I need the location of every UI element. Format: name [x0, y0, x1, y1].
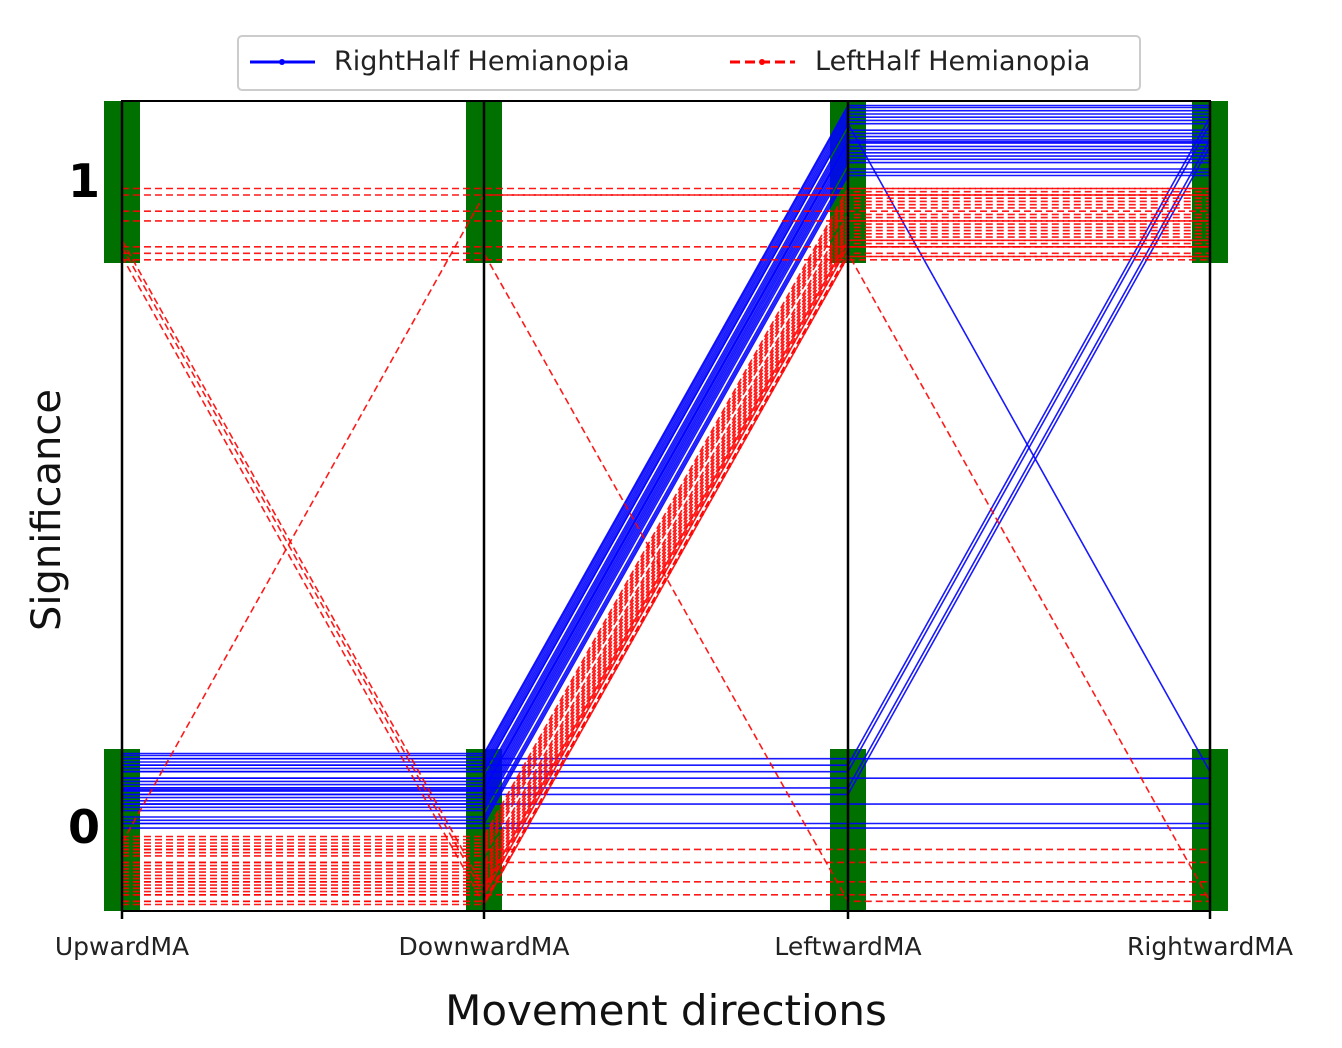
line-right-hemianopia-4 — [122, 158, 1210, 809]
line-left-hemianopia-14 — [122, 236, 1210, 886]
line-right-hemianopia-6 — [122, 152, 1210, 802]
line-left-hemianopia-2 — [122, 194, 1210, 844]
line-left-hemianopia-1 — [122, 190, 1210, 841]
line-right-hemianopia-31 — [122, 122, 1211, 773]
line-right-hemianopia-27 — [122, 146, 1211, 796]
line-left-hemianopia-12 — [122, 229, 1210, 880]
line-left-hemianopia-19 — [122, 255, 1210, 906]
line-right-hemianopia-21 — [122, 104, 1210, 755]
line-left-hemianopia-10 — [122, 223, 1210, 873]
legend-marker-left — [759, 59, 765, 65]
line-left-hemianopia-16 — [122, 242, 1210, 893]
line-right-hemianopia-2 — [122, 168, 1210, 818]
legend: RightHalf Hemianopia LeftHalf Hemianopia — [237, 35, 1141, 91]
line-right-hemianopia-18 — [122, 113, 1210, 763]
line-right-hemianopia-30 — [122, 116, 1211, 767]
x-axis-title: Movement directions — [445, 986, 887, 1035]
line-left-hemianopia-6 — [122, 207, 1210, 857]
line-left-hemianopia-26 — [121, 239, 1210, 890]
legend-label-right: RightHalf Hemianopia — [334, 46, 630, 77]
axes — [120, 101, 1212, 919]
axis-label-rightward: RightwardMA — [1127, 932, 1293, 961]
line-right-hemianopia-7 — [122, 148, 1210, 799]
line-right-hemianopia-16 — [122, 119, 1210, 770]
line-left-hemianopia-8 — [122, 216, 1210, 867]
axis-label-upward: UpwardMA — [55, 932, 189, 961]
axis-label-downward: DownwardMA — [399, 932, 570, 961]
line-left-hemianopia-15 — [122, 239, 1210, 890]
legend-marker-right — [279, 59, 285, 65]
line-left-hemianopia-35 — [122, 251, 1211, 903]
line-left-hemianopia-4 — [122, 200, 1210, 851]
line-left-hemianopia-27 — [121, 246, 1210, 897]
line-right-hemianopia-3 — [122, 161, 1210, 812]
ytick-label-1: 1 — [68, 154, 100, 208]
y-axis-title: Significance — [24, 389, 70, 631]
line-left-hemianopia-0 — [122, 187, 1210, 838]
line-left-hemianopia-30 — [122, 252, 1210, 903]
line-right-hemianopia-0 — [122, 174, 1210, 825]
line-right-hemianopia-10 — [122, 141, 1210, 791]
line-left-hemianopia-29 — [121, 194, 1210, 844]
line-right-hemianopia-28 — [122, 139, 1211, 789]
ytick-label-0: 0 — [68, 800, 100, 854]
line-right-hemianopia-13 — [122, 132, 1210, 783]
line-left-hemianopia-3 — [122, 197, 1210, 848]
line-left-hemianopia-5 — [122, 203, 1210, 854]
line-right-hemianopia-1 — [122, 171, 1210, 822]
series-lines — [121, 104, 1211, 907]
axis-label-leftward: LeftwardMA — [774, 932, 921, 961]
line-right-hemianopia-12 — [122, 135, 1210, 786]
legend-label-left: LeftHalf Hemianopia — [815, 46, 1090, 77]
legend-box — [237, 35, 1141, 91]
line-left-hemianopia-9 — [122, 220, 1210, 870]
line-left-hemianopia-28 — [121, 255, 1210, 907]
line-left-hemianopia-11 — [122, 226, 1210, 877]
line-right-hemianopia-20 — [122, 106, 1210, 757]
